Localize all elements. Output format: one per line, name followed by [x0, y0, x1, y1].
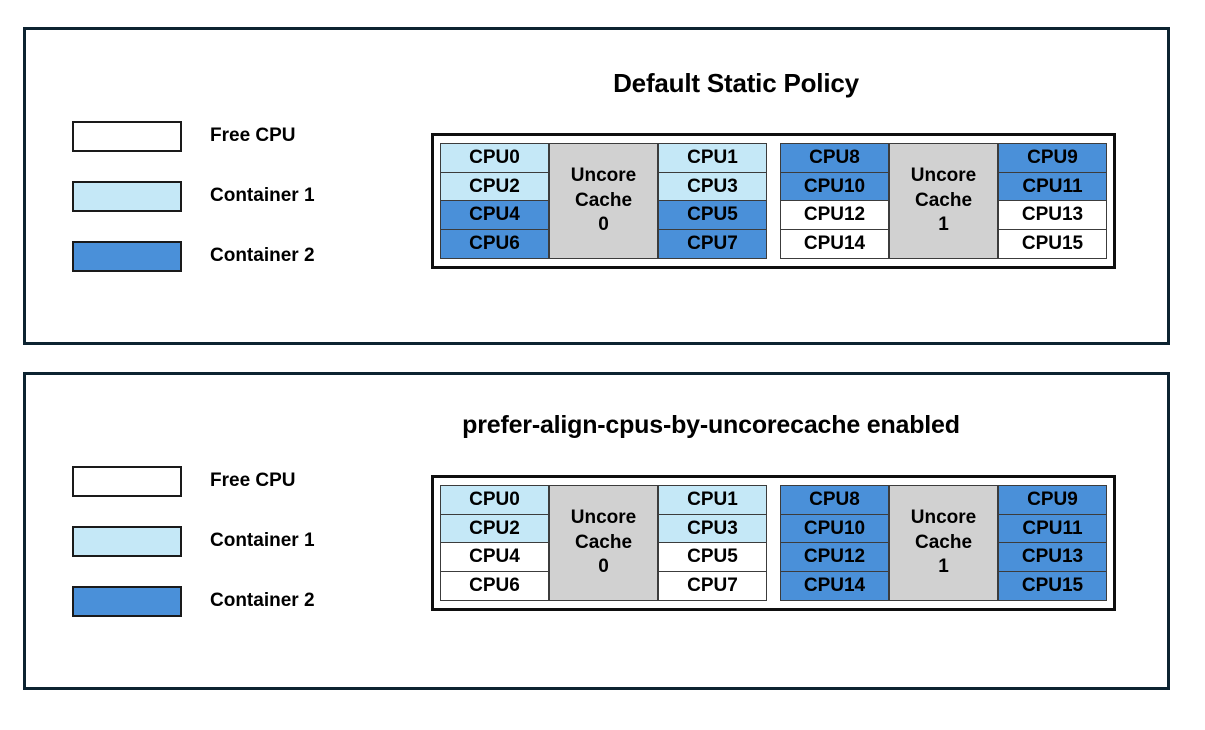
uncore-cache-label-line: Uncore — [570, 507, 637, 529]
cpu-cell-cpu2: CPU2 — [440, 513, 549, 544]
legend-item-free: Free CPU — [72, 451, 362, 511]
cpu-cell-cpu5: CPU5 — [658, 200, 767, 230]
legend-swatch-free — [72, 465, 182, 497]
cpu-cell-cpu14: CPU14 — [780, 228, 889, 259]
cpu-cell-cpu15: CPU15 — [998, 228, 1107, 259]
legend-label: Container 2 — [210, 245, 315, 266]
legend: Free CPU Container 1 Container 2 — [72, 106, 362, 286]
legend: Free CPU Container 1 Container 2 — [72, 451, 362, 631]
cpu-cell-cpu1: CPU1 — [658, 143, 767, 173]
uncore-cache-label-line: Uncore — [910, 507, 977, 529]
cpu-cell-cpu12: CPU12 — [780, 200, 889, 230]
legend-label: Free CPU — [210, 125, 296, 146]
cpu-cell-cpu13: CPU13 — [998, 542, 1107, 572]
legend-item-container1: Container 1 — [72, 511, 362, 571]
legend-swatch-container2 — [72, 240, 182, 272]
cpu-cell-cpu4: CPU4 — [440, 542, 549, 572]
uncore-cache-label-line: 1 — [938, 555, 949, 577]
legend-swatch-free — [72, 120, 182, 152]
cpu-cell-cpu14: CPU14 — [780, 570, 889, 601]
cpu-cell-cpu9: CPU9 — [998, 485, 1107, 515]
uncore-cache-label-line: Cache — [574, 189, 633, 211]
panel-default-static-policy: Default Static Policy Free CPU Container … — [23, 27, 1170, 345]
uncore-cache-label-line: 1 — [938, 213, 949, 235]
cpu-cell-cpu5: CPU5 — [658, 542, 767, 572]
cpu-cell-cpu0: CPU0 — [440, 143, 549, 173]
cpu-cell-cpu8: CPU8 — [780, 143, 889, 173]
cpu-cell-cpu6: CPU6 — [440, 228, 549, 259]
uncore-cache-label-line: Uncore — [910, 165, 977, 187]
cpu-cell-cpu9: CPU9 — [998, 143, 1107, 173]
legend-swatch-container1 — [72, 180, 182, 212]
cpu-cell-cpu2: CPU2 — [440, 171, 549, 202]
legend-item-container2: Container 2 — [72, 226, 362, 286]
legend-label: Container 1 — [210, 185, 315, 206]
uncore-cache-label-line: Cache — [574, 531, 633, 553]
cpu-cell-cpu11: CPU11 — [998, 513, 1107, 544]
cpu-cell-cpu8: CPU8 — [780, 485, 889, 515]
cpu-cell-cpu15: CPU15 — [998, 570, 1107, 601]
legend-label: Container 2 — [210, 590, 315, 611]
cpu-cell-cpu3: CPU3 — [658, 513, 767, 544]
page-title: prefer-align-cpus-by-uncorecache enabled — [462, 411, 960, 439]
cpu-cell-cpu0: CPU0 — [440, 485, 549, 515]
legend-label: Container 1 — [210, 530, 315, 551]
cpu-cell-cpu7: CPU7 — [658, 228, 767, 259]
legend-item-free: Free CPU — [72, 106, 362, 166]
legend-item-container2: Container 2 — [72, 571, 362, 631]
uncore-cache-label-line: 0 — [598, 555, 609, 577]
cpu-cell-cpu7: CPU7 — [658, 570, 767, 601]
cpu-cell-cpu4: CPU4 — [440, 200, 549, 230]
uncore-cache-label-line: Cache — [914, 531, 973, 553]
legend-item-container1: Container 1 — [72, 166, 362, 226]
legend-swatch-container2 — [72, 585, 182, 617]
cpu-cell-cpu10: CPU10 — [780, 171, 889, 202]
uncore-cache-label-line: Uncore — [570, 165, 637, 187]
page-title: Default Static Policy — [613, 68, 859, 98]
cpu-cell-cpu6: CPU6 — [440, 570, 549, 601]
panel-prefer-align-cpus-by-uncorecache: prefer-align-cpus-by-uncorecache enabled… — [23, 372, 1170, 690]
uncore-cache-label-line: Cache — [914, 189, 973, 211]
cpu-cell-cpu13: CPU13 — [998, 200, 1107, 230]
uncore-cache-label-line: 0 — [598, 213, 609, 235]
cpu-cell-cpu12: CPU12 — [780, 542, 889, 572]
legend-label: Free CPU — [210, 470, 296, 491]
cpu-cell-cpu11: CPU11 — [998, 171, 1107, 202]
cpu-cell-cpu1: CPU1 — [658, 485, 767, 515]
cpu-cell-cpu3: CPU3 — [658, 171, 767, 202]
legend-swatch-container1 — [72, 525, 182, 557]
cpu-cell-cpu10: CPU10 — [780, 513, 889, 544]
